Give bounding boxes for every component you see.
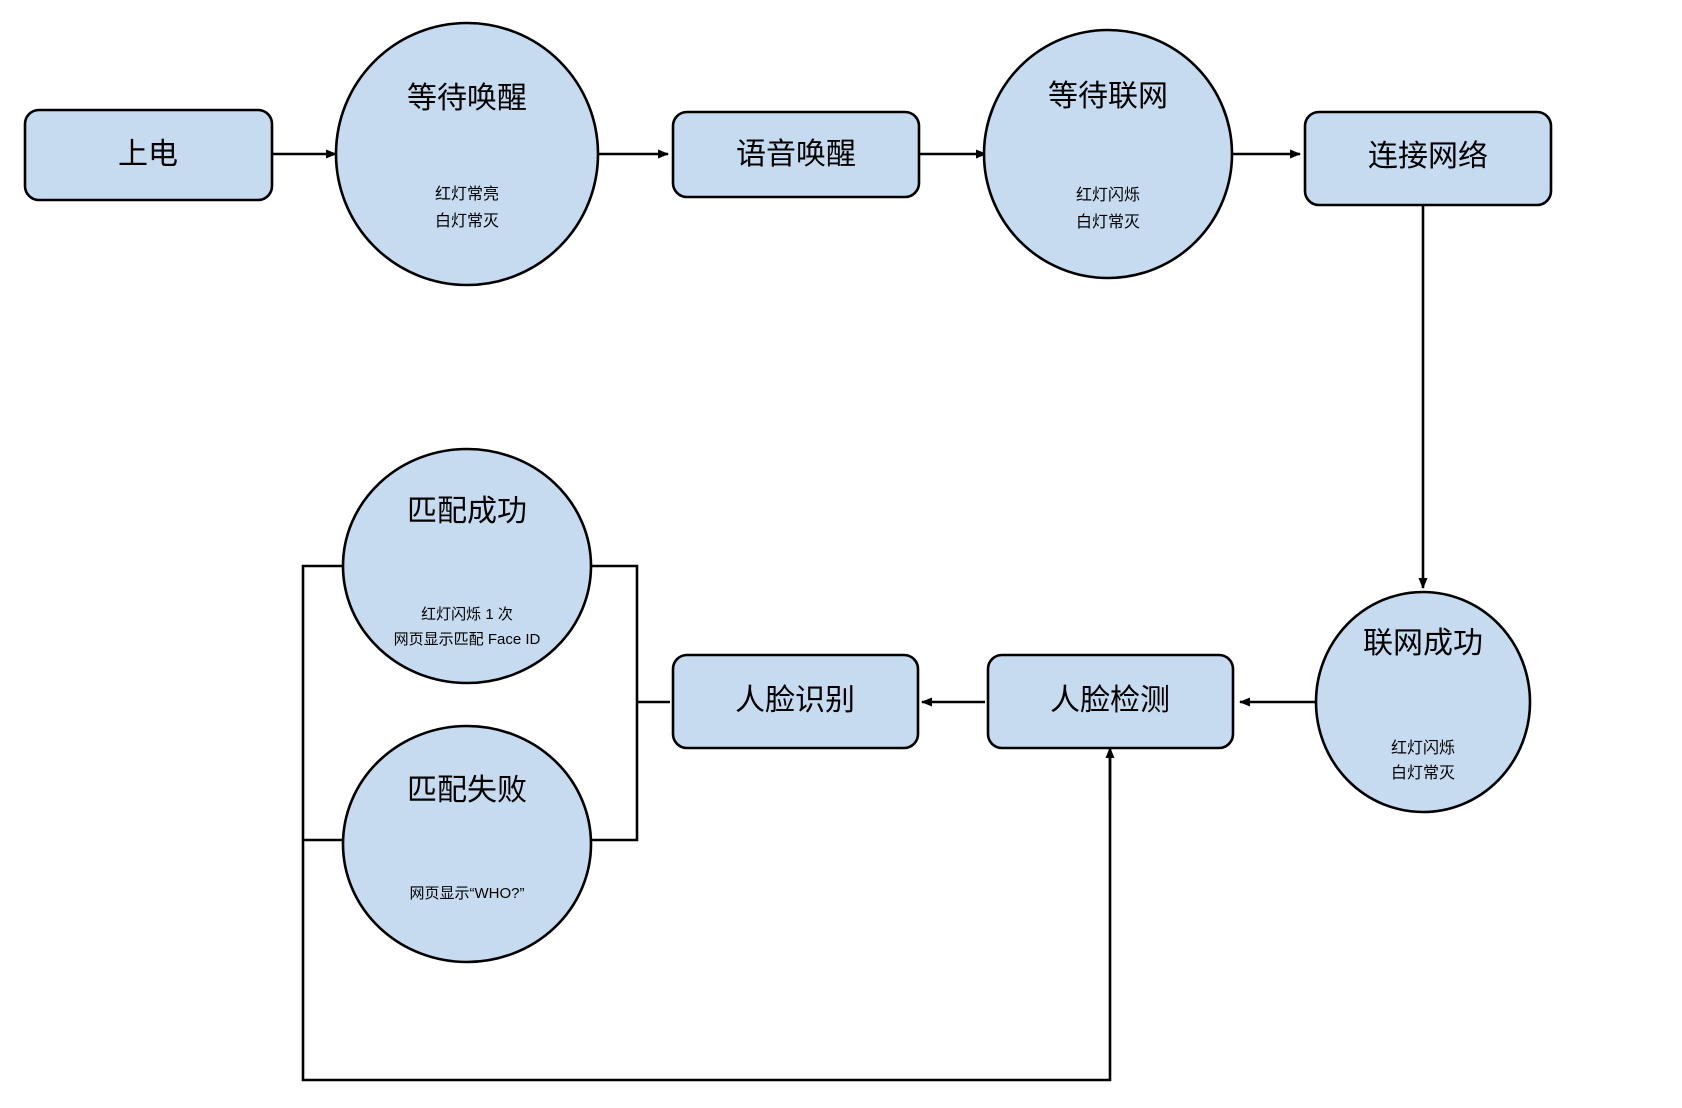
node-connect-network[interactable]: 连接网络 [1303,110,1553,207]
node-connect-network-label: 连接网络 [1368,140,1488,173]
node-wait-network-sub-2: 白灯常灭 [1076,213,1140,231]
node-network-success-label: 联网成功 [1363,627,1483,660]
edge-layer [272,149,1428,1082]
node-voice-wakeup-label: 语音唤醒 [736,138,856,171]
node-face-recognize-label: 人脸识别 [735,684,855,717]
node-wait-wakeup-shape[interactable] [334,21,600,287]
node-network-success[interactable]: 联网成功 红灯闪烁 白灯常灭 [1314,590,1532,814]
node-network-success-sub-1: 红灯闪烁 [1391,739,1455,757]
node-match-success-label: 匹配成功 [407,495,527,528]
edge-match-branch-feedback-to-face-detect [301,564,1112,1082]
node-face-detect[interactable]: 人脸检测 [986,653,1235,750]
node-match-fail-shape[interactable] [341,724,593,964]
node-connect-network-shape[interactable] [1303,110,1553,207]
node-wait-network-label: 等待联网 [1048,80,1168,113]
node-match-success[interactable]: 匹配成功 红灯闪烁 1 次 网页显示匹配 Face ID [341,447,593,685]
node-match-fail[interactable]: 匹配失败 网页显示“WHO?” [341,724,593,964]
node-wait-wakeup-sub-2: 白灯常灭 [435,212,499,230]
node-face-recognize[interactable]: 人脸识别 [671,653,920,750]
node-match-success-shape[interactable] [341,447,593,685]
node-power-on-label: 上电 [118,138,178,171]
edge-face-recognize-to-match-branch [592,564,670,842]
node-match-fail-label: 匹配失败 [407,774,527,807]
node-face-recognize-shape[interactable] [671,653,920,750]
node-wait-wakeup[interactable]: 等待唤醒 红灯常亮 白灯常灭 [334,21,600,287]
node-voice-wakeup[interactable]: 语音唤醒 [671,110,921,199]
node-voice-wakeup-shape[interactable] [671,110,921,199]
node-match-success-sub-1: 红灯闪烁 1 次 [421,606,513,623]
node-face-detect-shape[interactable] [986,653,1235,750]
node-wait-network-sub-1: 红灯闪烁 [1076,186,1140,204]
node-match-fail-sub-1: 网页显示“WHO?” [410,885,525,902]
node-network-success-sub-2: 白灯常灭 [1391,764,1455,782]
node-wait-wakeup-label: 等待唤醒 [407,82,527,115]
node-power-on[interactable]: 上电 [23,108,274,202]
node-wait-wakeup-sub-1: 红灯常亮 [435,185,499,203]
node-power-on-shape[interactable] [23,108,274,202]
node-network-success-shape[interactable] [1314,590,1532,814]
node-match-success-sub-2: 网页显示匹配 Face ID [394,631,541,648]
node-wait-network[interactable]: 等待联网 红灯闪烁 白灯常灭 [982,28,1234,280]
node-face-detect-label: 人脸检测 [1050,684,1170,717]
node-wait-network-shape[interactable] [982,28,1234,280]
